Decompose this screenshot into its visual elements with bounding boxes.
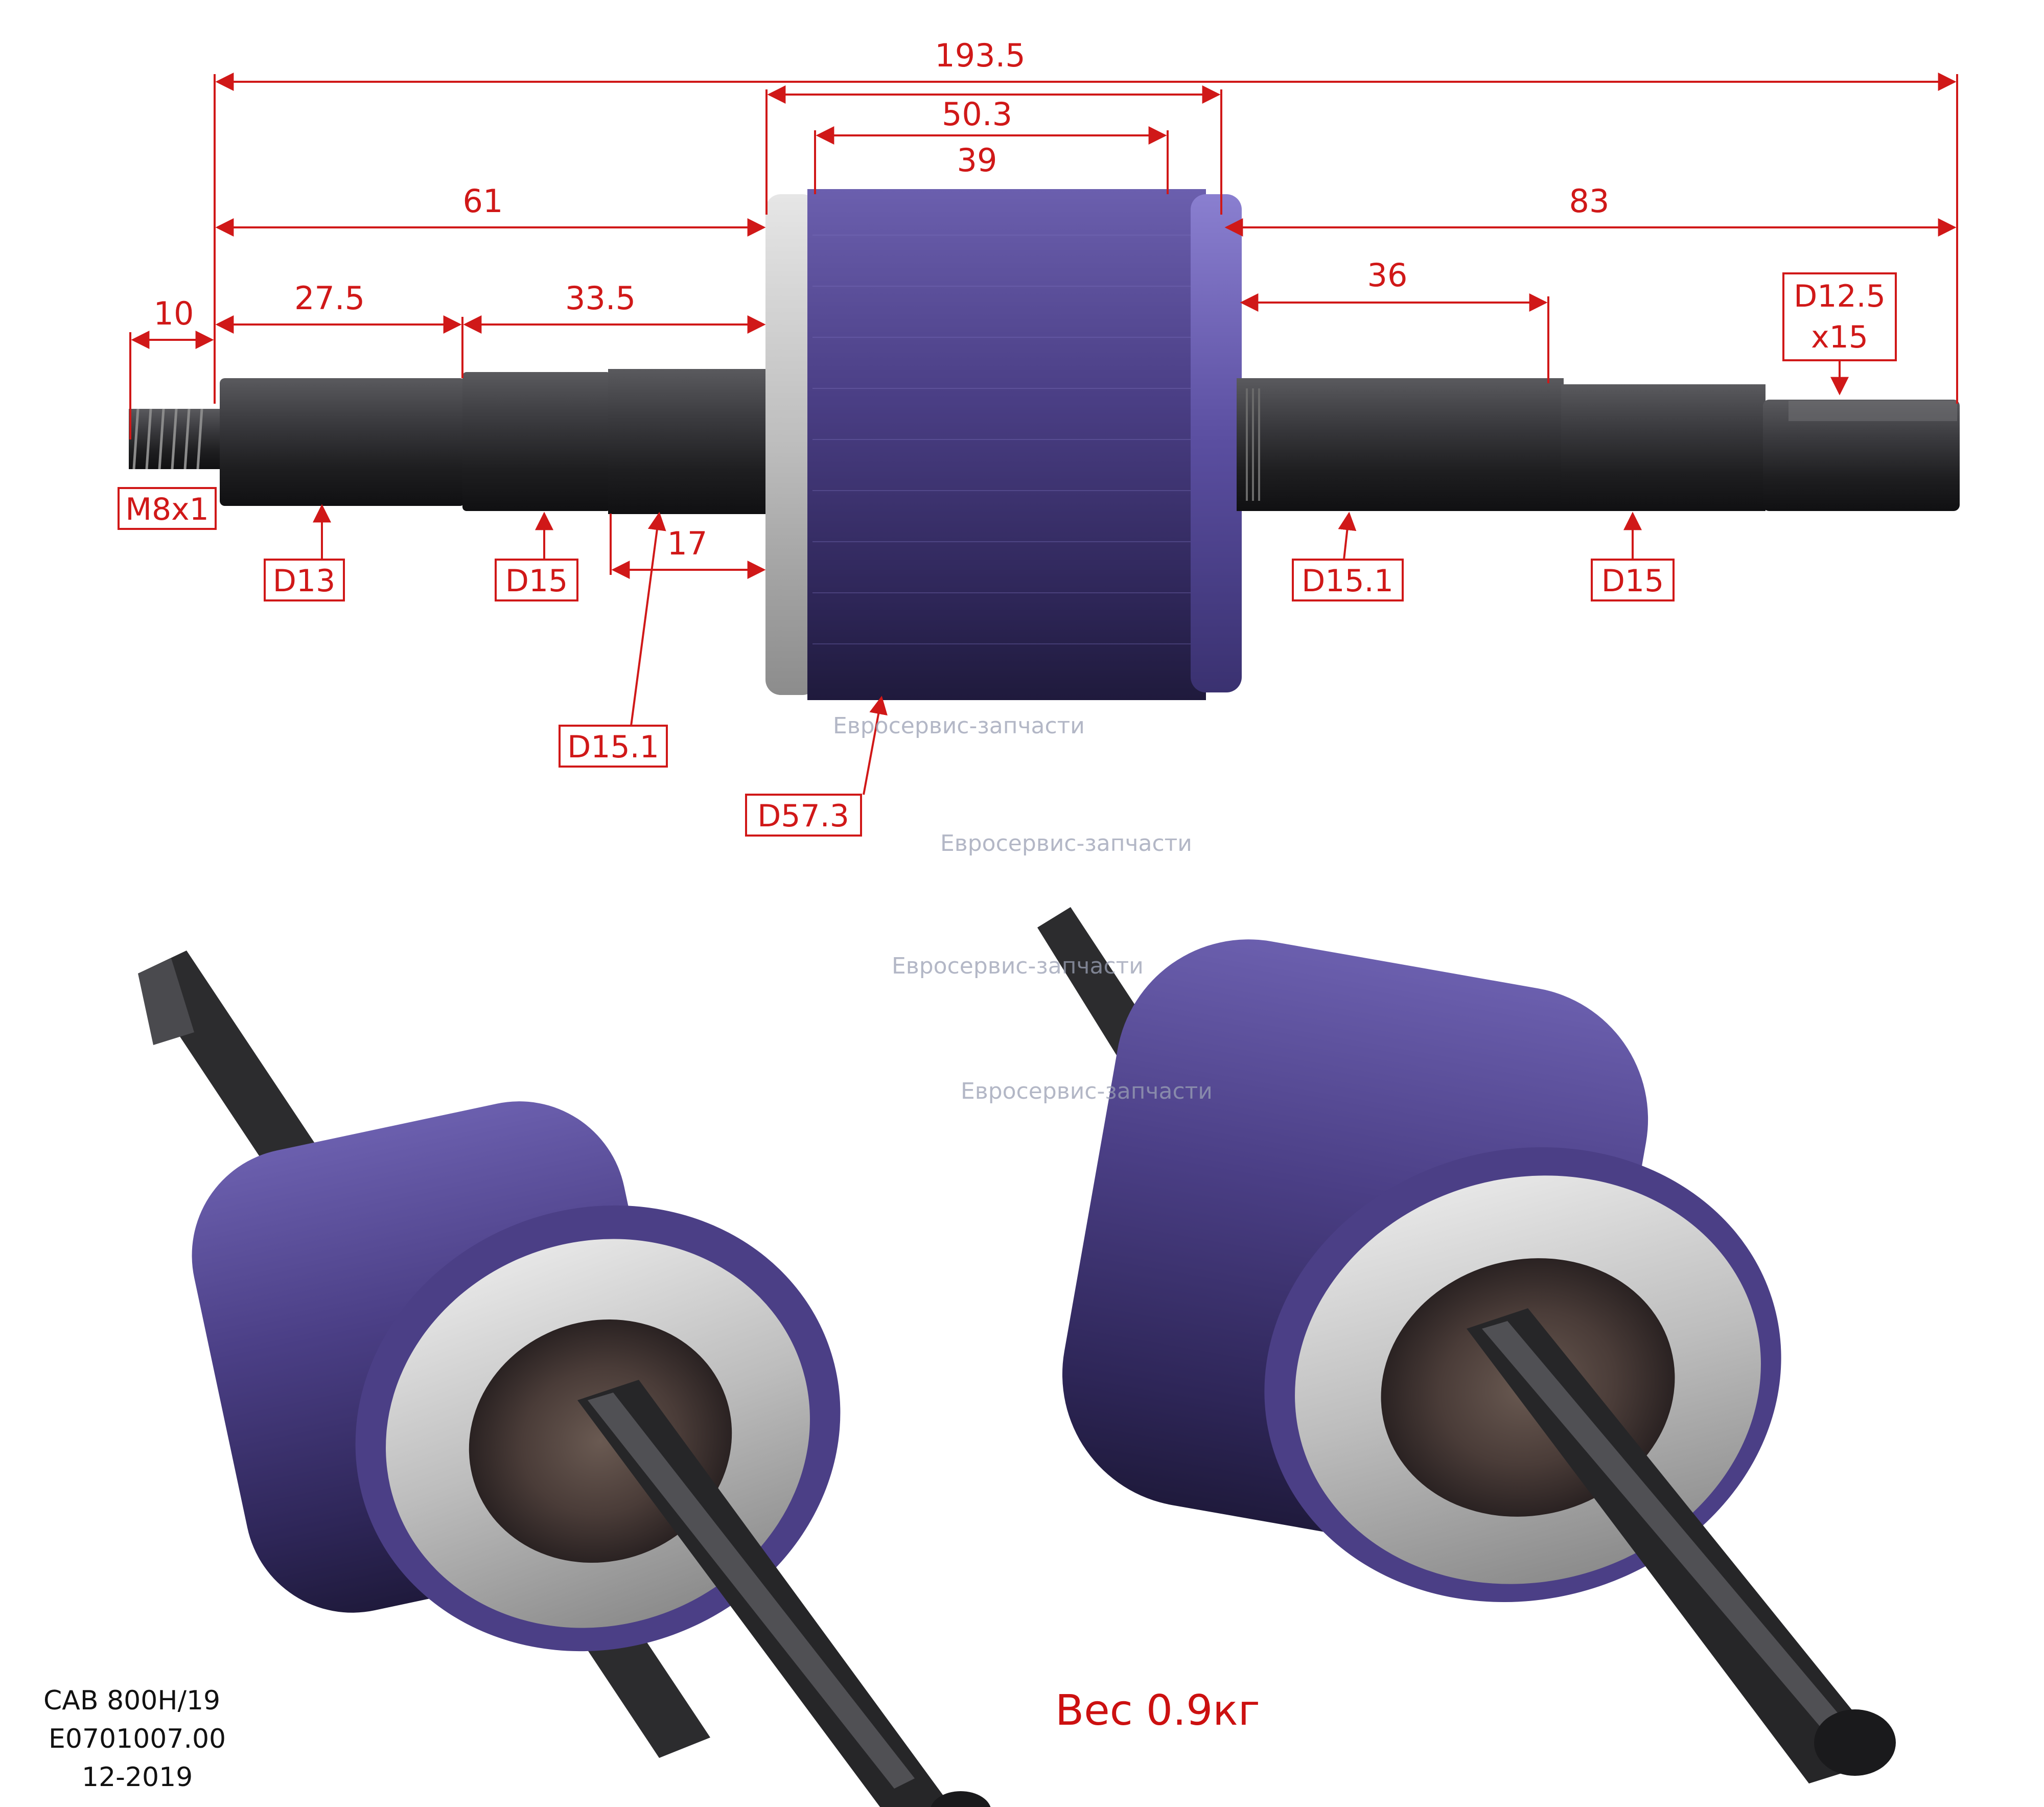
watermark-2: Евросервис-запчасти — [940, 830, 1192, 856]
dimension-lines — [129, 73, 1958, 795]
dim-61: 61 — [463, 182, 503, 220]
dim-27-5: 27.5 — [294, 280, 365, 317]
dim-17: 17 — [667, 525, 708, 562]
dim-193-5: 193.5 — [935, 37, 1026, 74]
svg-text:D13: D13 — [273, 563, 336, 599]
shaft-d15-1-right — [1237, 378, 1564, 511]
leader-d15-1-right — [1338, 512, 1357, 560]
dim-33-5: 33.5 — [565, 280, 636, 317]
watermark-1: Евросервис-запчасти — [833, 713, 1085, 739]
svg-text:D12.5: D12.5 — [1794, 279, 1886, 314]
dim-39: 39 — [957, 142, 997, 179]
dimension-values: 193.5 50.3 39 61 83 10 27.5 33.5 36 17 — [154, 37, 1610, 562]
label-d57-3: D57.3 — [745, 794, 862, 837]
svg-text:D15: D15 — [505, 563, 568, 599]
svg-text:D15.1: D15.1 — [567, 729, 659, 765]
shaft-d15-1-inner — [608, 369, 772, 514]
part-model: CAB 800H/19 — [43, 1685, 220, 1716]
weight-label: Вес 0.9кг — [1055, 1686, 1260, 1735]
diameter-labels: M8x1 D13 D15 D15.1 D57.3 D15.1 D15 D12. — [118, 272, 1897, 837]
watermark-4: Евросервис-запчасти — [961, 1078, 1213, 1104]
thread-end — [129, 408, 221, 470]
label-d13: D13 — [264, 559, 345, 601]
part-code: E0701007.00 — [49, 1724, 226, 1754]
label-m8x1: M8x1 — [118, 487, 217, 530]
shaft-d13 — [220, 378, 465, 506]
shaft-d12-5-flat — [1763, 400, 1960, 511]
label-d15-1-right: D15.1 — [1292, 559, 1404, 601]
svg-text:M8x1: M8x1 — [125, 492, 209, 527]
svg-text:D15: D15 — [1601, 563, 1664, 599]
part-info: CAB 800H/19 E0701007.00 12-2019 — [43, 1685, 226, 1793]
label-d12-5: D12.5 x15 — [1782, 272, 1897, 361]
watermark-3: Евросервис-запчасти — [892, 953, 1144, 979]
svg-text:x15: x15 — [1811, 319, 1868, 355]
label-d15-1-inner: D15.1 — [559, 725, 668, 768]
leader-d57-3 — [863, 696, 888, 795]
leader-d15-1-inner — [630, 512, 666, 726]
shaft-d15-left — [462, 372, 611, 511]
label-d15-right: D15 — [1591, 559, 1675, 601]
label-d15-left: D15 — [495, 559, 578, 601]
dim-50-3: 50.3 — [942, 96, 1012, 133]
rotor-view-left — [138, 951, 991, 1807]
dim-36: 36 — [1367, 257, 1408, 294]
svg-text:D57.3: D57.3 — [757, 798, 849, 834]
dim-10: 10 — [154, 295, 194, 332]
shaft-d15-right — [1561, 384, 1766, 511]
part-date: 12-2019 — [82, 1762, 193, 1793]
rotor-core — [765, 189, 1242, 700]
svg-text:D15.1: D15.1 — [1302, 563, 1393, 599]
dim-83: 83 — [1569, 182, 1610, 220]
rotor-view-right — [1037, 907, 1896, 1783]
watermarks: Евросервис-запчасти Евросервис-запчасти … — [833, 713, 1213, 1104]
rotor-side-view — [129, 189, 1960, 700]
